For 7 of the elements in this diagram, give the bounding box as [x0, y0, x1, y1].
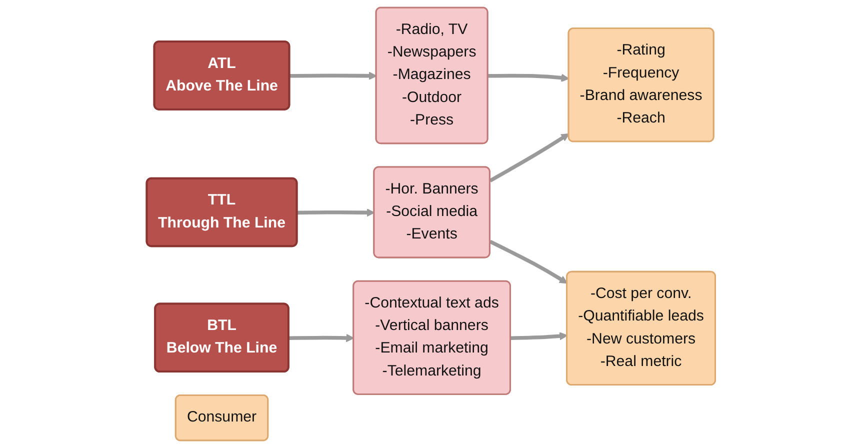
arrow — [488, 74, 570, 82]
arrow — [288, 334, 354, 342]
arrow — [297, 208, 375, 217]
arrow — [510, 332, 568, 340]
arrow — [290, 72, 377, 80]
arrow — [489, 133, 570, 182]
arrow — [489, 240, 568, 284]
